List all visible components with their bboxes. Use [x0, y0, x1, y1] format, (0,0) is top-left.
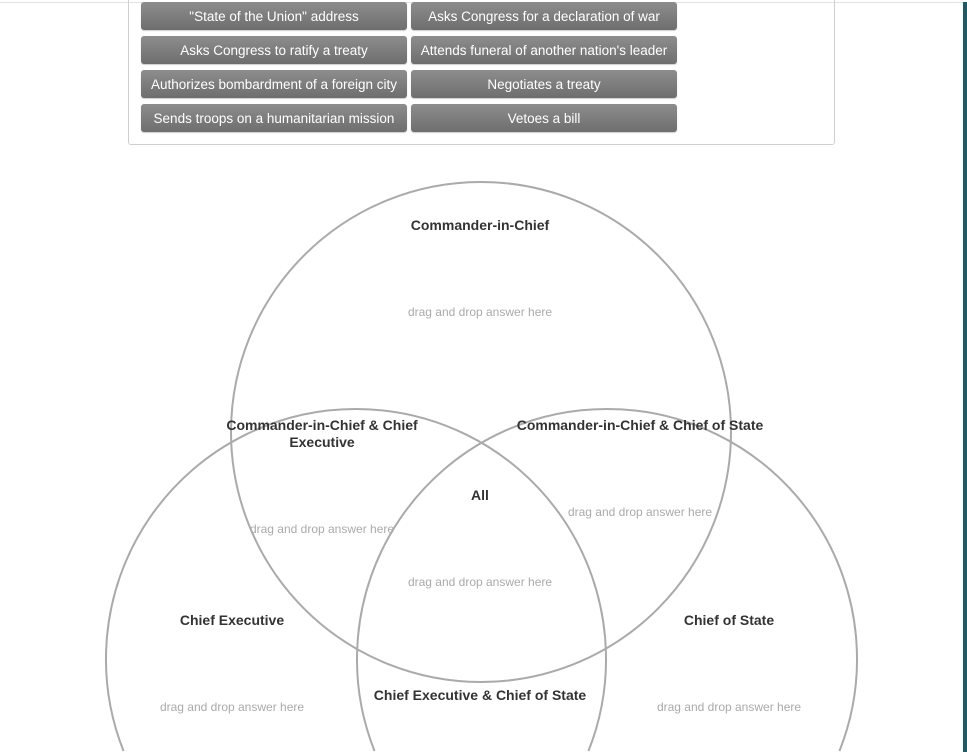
right-edge-bar [963, 2, 967, 752]
answer-bank [128, 0, 835, 145]
region-label-cic-cs: Commander-in-Chief & Chief of State [516, 417, 764, 433]
region-label-cic: Commander-in-Chief [410, 217, 550, 233]
drop-zone-ce[interactable]: drag and drop answer here [159, 700, 305, 714]
drop-zone-all[interactable]: drag and drop answer here [407, 575, 553, 589]
answer-chip[interactable]: Asks Congress to ratify a treaty [141, 36, 407, 64]
circle-commander-in-chief [230, 181, 732, 683]
answer-chip[interactable]: Authorizes bombardment of a foreign city [141, 70, 407, 98]
region-label-ce: Chief Executive [179, 612, 285, 628]
region-label-ce-cs: Chief Executive & Chief of State [373, 687, 587, 703]
drop-zone-cic-cs[interactable]: drag and drop answer here [567, 505, 713, 519]
answer-chip[interactable]: Vetoes a bill [411, 104, 677, 132]
region-label-all: All [471, 487, 489, 503]
answer-chip[interactable]: Sends troops on a humanitarian mission [141, 104, 407, 132]
drop-zone-cs[interactable]: drag and drop answer here [656, 700, 802, 714]
answer-chip[interactable]: Attends funeral of another nation's lead… [411, 36, 677, 64]
region-label-cs: Chief of State [683, 612, 775, 628]
label-line: Commander-in-Chief & Chief [226, 417, 418, 433]
drop-zone-cic-ce[interactable]: drag and drop answer here [249, 522, 395, 536]
label-line: Executive [289, 434, 355, 450]
answer-chip[interactable]: Asks Congress for a declaration of war [411, 2, 677, 30]
answer-chip[interactable]: Negotiates a treaty [411, 70, 677, 98]
drop-zone-cic[interactable]: drag and drop answer here [407, 305, 553, 319]
answer-chip[interactable]: "State of the Union" address [141, 2, 407, 30]
circle-chief-of-state [356, 408, 858, 752]
circle-chief-executive [105, 408, 607, 752]
